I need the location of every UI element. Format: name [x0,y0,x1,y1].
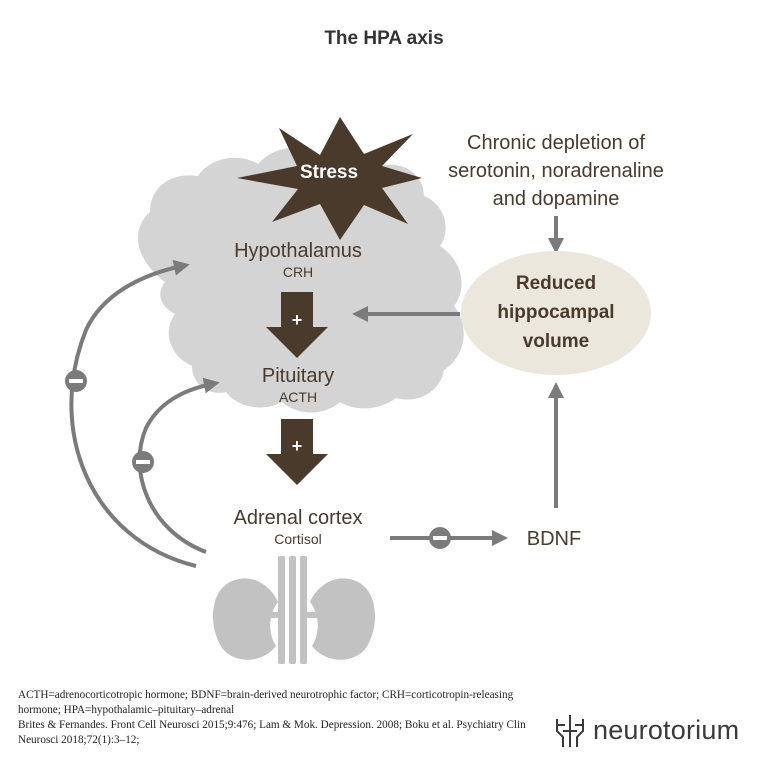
down-arrow-hypothalamus-to-pituitary [266,292,328,358]
logo-text: neurotorium [593,715,740,745]
down-arrow-pituitary-to-adrenal [266,419,328,485]
footer-references: Brites & Fernandes. Front Cell Neurosci … [18,719,526,746]
kidneys-icon [212,556,376,664]
footer-notes: ACTH=adrenocorticotropic hormone; BDNF=b… [18,688,548,748]
chronic-depletion-line-1: Chronic depletion of [467,132,645,154]
pituitary-hormone: ACTH [279,389,317,405]
bdnf-label: BDNF [527,528,581,550]
adrenal-hormone: Cortisol [274,531,321,547]
feedback-arrow-to-hypothalamus [69,259,197,568]
neurotorium-logo: neurotorium [553,711,763,755]
adrenal-label: Adrenal cortex [234,507,363,529]
chronic-depletion-line-2: serotonin, noradrenaline [448,160,664,182]
inhibition-icon-bdnf [429,527,451,549]
feedback-arrow-to-pituitary [137,377,220,554]
diagram-title: The HPA axis [324,28,443,49]
hippocampus-line-2: hippocampal [497,302,614,323]
stress-starburst-icon [237,117,422,240]
inhibition-icon-hypothalamus [65,370,87,392]
neurotorium-logo-icon [556,715,584,747]
brain-icon [137,147,464,413]
hippocampus-line-1: Reduced [516,273,596,294]
pituitary-label: Pituitary [262,365,334,387]
hippocampus-line-3: volume [523,331,590,352]
inhibition-icon-pituitary [132,451,154,473]
chronic-depletion-line-3: and dopamine [493,188,620,210]
hypothalamus-hormone: CRH [283,264,313,280]
plus-sign-2: + [292,436,303,456]
stress-label: Stress [300,162,358,183]
hippocampus-ellipse [461,251,651,375]
footer-abbreviations: ACTH=adrenocorticotropic hormone; BDNF=b… [18,689,514,716]
hypothalamus-label: Hypothalamus [234,240,362,262]
plus-sign-1: + [292,310,303,330]
